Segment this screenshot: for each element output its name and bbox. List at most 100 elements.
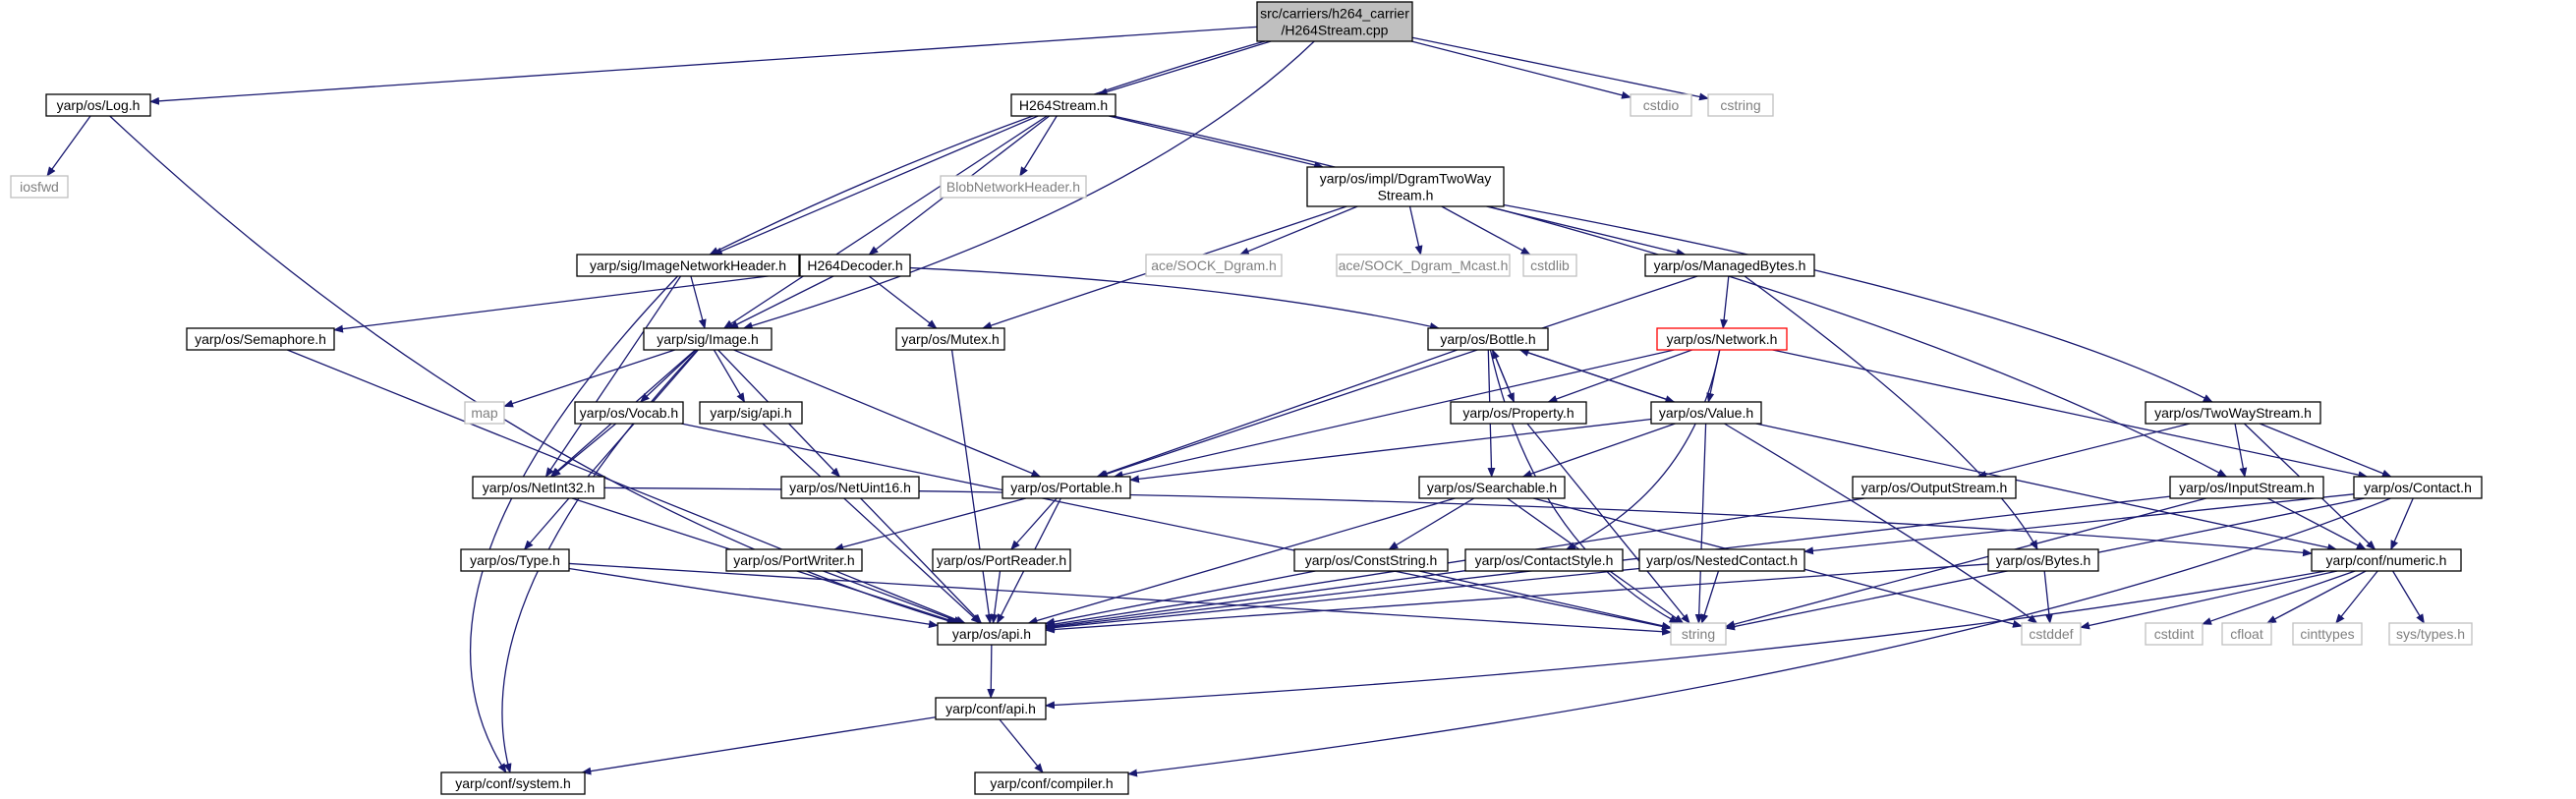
node-numeric[interactable]: yarp/conf/numeric.h: [2311, 548, 2462, 572]
edge-value-to-searchable: [1521, 423, 1676, 478]
node-label: cstddef: [2029, 626, 2073, 642]
node-vocab[interactable]: yarp/os/Vocab.h: [574, 401, 684, 425]
node-contactstyle[interactable]: yarp/os/ContactStyle.h: [1464, 548, 1624, 572]
node-label: yarp/conf/compiler.h: [990, 775, 1113, 791]
node-sigapi[interactable]: yarp/sig/api.h: [699, 401, 803, 425]
edge-log-to-iosfwd: [46, 115, 91, 177]
edge-portable-to-portreader: [1010, 497, 1058, 550]
node-string: string: [1670, 622, 1727, 646]
edge-bytes-to-osapi: [1045, 563, 1989, 634]
node-imgnethdr[interactable]: yarp/sig/ImageNetworkHeader.h: [576, 254, 800, 277]
node-netuint16[interactable]: yarp/os/NetUint16.h: [780, 476, 920, 499]
node-portreader[interactable]: yarp/os/PortReader.h: [932, 548, 1071, 572]
edge-property-to-string: [1526, 423, 1690, 624]
edge-log-to-osapi: [109, 115, 957, 625]
edge-root-to-h264stream: [1097, 40, 1272, 96]
node-box: [1522, 254, 1577, 277]
edge-root-to-imgnethdr: [709, 40, 1266, 256]
edge-numeric-to-cstdint: [2202, 570, 2356, 625]
node-label: iosfwd: [20, 179, 59, 195]
node-compiler[interactable]: yarp/conf/compiler.h: [974, 771, 1129, 795]
node-label: yarp/os/Vocab.h: [580, 405, 678, 421]
node-contact[interactable]: yarp/os/Contact.h: [2353, 476, 2483, 499]
node-outstream[interactable]: yarp/os/OutputStream.h: [1852, 476, 2017, 499]
node-label: yarp/os/InputStream.h: [2179, 480, 2315, 495]
node-osapi[interactable]: yarp/os/api.h: [937, 622, 1047, 646]
node-box: [574, 401, 684, 425]
edge-contactstyle-to-osapi: [1045, 570, 1466, 630]
edge-outstream-to-osapi: [1045, 497, 1865, 629]
node-conststring[interactable]: yarp/os/ConstString.h: [1293, 548, 1449, 572]
node-property[interactable]: yarp/os/Property.h: [1450, 401, 1587, 425]
node-box: [1145, 254, 1283, 277]
edge-bottle-to-string: [1489, 349, 1680, 624]
edge-h264dec-to-mutex: [868, 275, 938, 329]
edge-mutex-to-osapi: [950, 349, 994, 624]
node-box: [460, 548, 570, 572]
edge-h264stream-to-dgram: [1108, 115, 1325, 169]
node-label: yarp/os/PortReader.h: [937, 552, 1066, 568]
node-instream[interactable]: yarp/os/InputStream.h: [2169, 476, 2324, 499]
node-type[interactable]: yarp/os/Type.h: [460, 548, 570, 572]
node-label: yarp/os/Type.h: [470, 552, 560, 568]
node-semaphore[interactable]: yarp/os/Semaphore.h: [186, 327, 335, 351]
edge-portable-to-portwriter: [833, 497, 1026, 551]
edge-portreader-to-osapi: [990, 570, 1002, 624]
node-cstdlib: cstdlib: [1522, 254, 1577, 277]
node-label: cstdint: [2154, 626, 2195, 642]
node-box: [1293, 548, 1449, 572]
node-system[interactable]: yarp/conf/system.h: [440, 771, 586, 795]
node-portwriter[interactable]: yarp/os/PortWriter.h: [725, 548, 863, 572]
node-box: [2169, 476, 2324, 499]
node-bytes[interactable]: yarp/os/Bytes.h: [1987, 548, 2099, 572]
node-h264dec[interactable]: H264Decoder.h: [799, 254, 911, 277]
node-searchable[interactable]: yarp/os/Searchable.h: [1418, 476, 1566, 499]
edge-sigapi-to-osapi: [762, 423, 981, 624]
node-box: [1336, 254, 1511, 277]
edge-dgram-to-socksdgram: [1238, 205, 1358, 256]
edge-twoway-to-contact: [2259, 423, 2392, 478]
node-box: [1707, 93, 1774, 117]
node-log[interactable]: yarp/os/Log.h: [45, 93, 151, 117]
node-netint32[interactable]: yarp/os/NetInt32.h: [472, 476, 605, 499]
node-h264stream[interactable]: H264Stream.h: [1010, 93, 1116, 117]
edge-network-to-portable: [1113, 349, 1675, 479]
node-cinttypes: cinttypes: [2292, 622, 2363, 646]
node-root[interactable]: src/carriers/h264_carrier/H264Stream.cpp: [1256, 1, 1413, 42]
edge-dgram-to-twoway: [1503, 203, 2213, 403]
node-confapi[interactable]: yarp/conf/api.h: [935, 697, 1047, 720]
edge-twoway-to-instream: [2234, 423, 2248, 478]
node-value[interactable]: yarp/os/Value.h: [1650, 401, 1762, 425]
node-cfloat: cfloat: [2221, 622, 2272, 646]
node-mutex[interactable]: yarp/os/Mutex.h: [895, 327, 1005, 351]
node-box: [725, 548, 863, 572]
node-image[interactable]: yarp/sig/Image.h: [643, 327, 773, 351]
edge-h264stream-to-imgnethdr: [712, 115, 1039, 256]
node-iosfwd: iosfwd: [10, 175, 69, 199]
node-network[interactable]: yarp/os/Network.h: [1656, 327, 1788, 351]
node-label: yarp/conf/api.h: [945, 701, 1036, 716]
node-box: [2145, 622, 2204, 646]
edges-layer: [46, 26, 2425, 777]
edge-numeric-to-cfloat: [2265, 570, 2367, 624]
node-portable[interactable]: yarp/os/Portable.h: [1002, 476, 1131, 499]
node-cstdint: cstdint: [2145, 622, 2204, 646]
node-label: yarp/sig/ImageNetworkHeader.h: [590, 257, 786, 273]
node-box: [440, 771, 586, 795]
nodes-layer: src/carriers/h264_carrier/H264Stream.cpp…: [10, 1, 2483, 795]
node-socksdgram: ace/SOCK_Dgram.h: [1145, 254, 1283, 277]
node-box: [1656, 327, 1788, 351]
node-label: ace/SOCK_Dgram_Mcast.h: [1339, 257, 1509, 273]
edge-dgram-to-socksmcast: [1408, 205, 1423, 256]
node-twoway[interactable]: yarp/os/TwoWayStream.h: [2145, 401, 2321, 425]
node-label: yarp/os/NetInt32.h: [483, 480, 595, 495]
edge-h264stream-to-blobnet: [1019, 115, 1058, 177]
node-blobnet: BlobNetworkHeader.h: [940, 175, 1087, 199]
node-label: yarp/os/Bottle.h: [1440, 331, 1535, 347]
node-bottle[interactable]: yarp/os/Bottle.h: [1427, 327, 1549, 351]
edge-image-to-vocab: [640, 349, 697, 403]
node-managed[interactable]: yarp/os/ManagedBytes.h: [1644, 254, 1815, 277]
node-nestedcontact[interactable]: yarp/os/NestedContact.h: [1638, 548, 1805, 572]
node-label: yarp/os/PortWriter.h: [733, 552, 854, 568]
